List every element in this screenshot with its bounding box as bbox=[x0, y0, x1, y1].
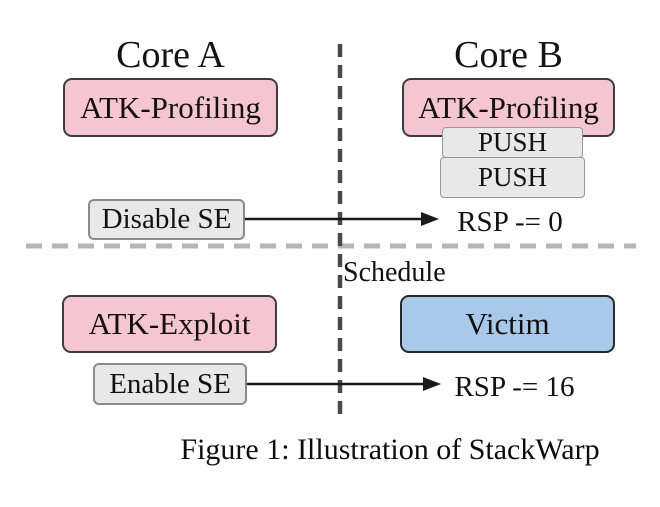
enable-se-label: Enable SE bbox=[109, 367, 231, 400]
schedule-label: Schedule bbox=[343, 257, 446, 288]
atk-profiling-a-label: ATK-Profiling bbox=[80, 89, 261, 125]
schedule-divider-dashed-line bbox=[26, 243, 636, 249]
rsp-bottom-label: RSP -= 16 bbox=[454, 371, 575, 403]
atk-profiling-a-box: ATK-Profiling bbox=[63, 78, 278, 137]
victim-label: Victim bbox=[465, 306, 550, 341]
push-label-1: PUSH bbox=[477, 127, 548, 157]
enable-se-arrow bbox=[247, 377, 441, 391]
disable-se-arrow bbox=[245, 212, 439, 226]
enable-se-box: Enable SE bbox=[93, 363, 247, 405]
atk-profiling-b-label: ATK-Profiling bbox=[418, 89, 599, 125]
figure-caption: Figure 1: Illustration of StackWarp bbox=[180, 433, 600, 466]
victim-box: Victim bbox=[400, 295, 615, 353]
atk-exploit-box: ATK-Exploit bbox=[62, 295, 277, 353]
push-label-2: PUSH bbox=[477, 162, 548, 192]
push-box-1: PUSH bbox=[442, 127, 583, 158]
rsp-top-label: RSP -= 0 bbox=[457, 206, 563, 238]
disable-se-label: Disable SE bbox=[101, 203, 232, 235]
disable-se-box: Disable SE bbox=[88, 199, 245, 240]
core-b-title: Core B bbox=[454, 34, 563, 76]
atk-exploit-label: ATK-Exploit bbox=[88, 306, 251, 341]
core-divider-dashed-line bbox=[337, 44, 343, 422]
core-a-title: Core A bbox=[116, 34, 225, 76]
push-box-2: PUSH bbox=[440, 157, 585, 198]
